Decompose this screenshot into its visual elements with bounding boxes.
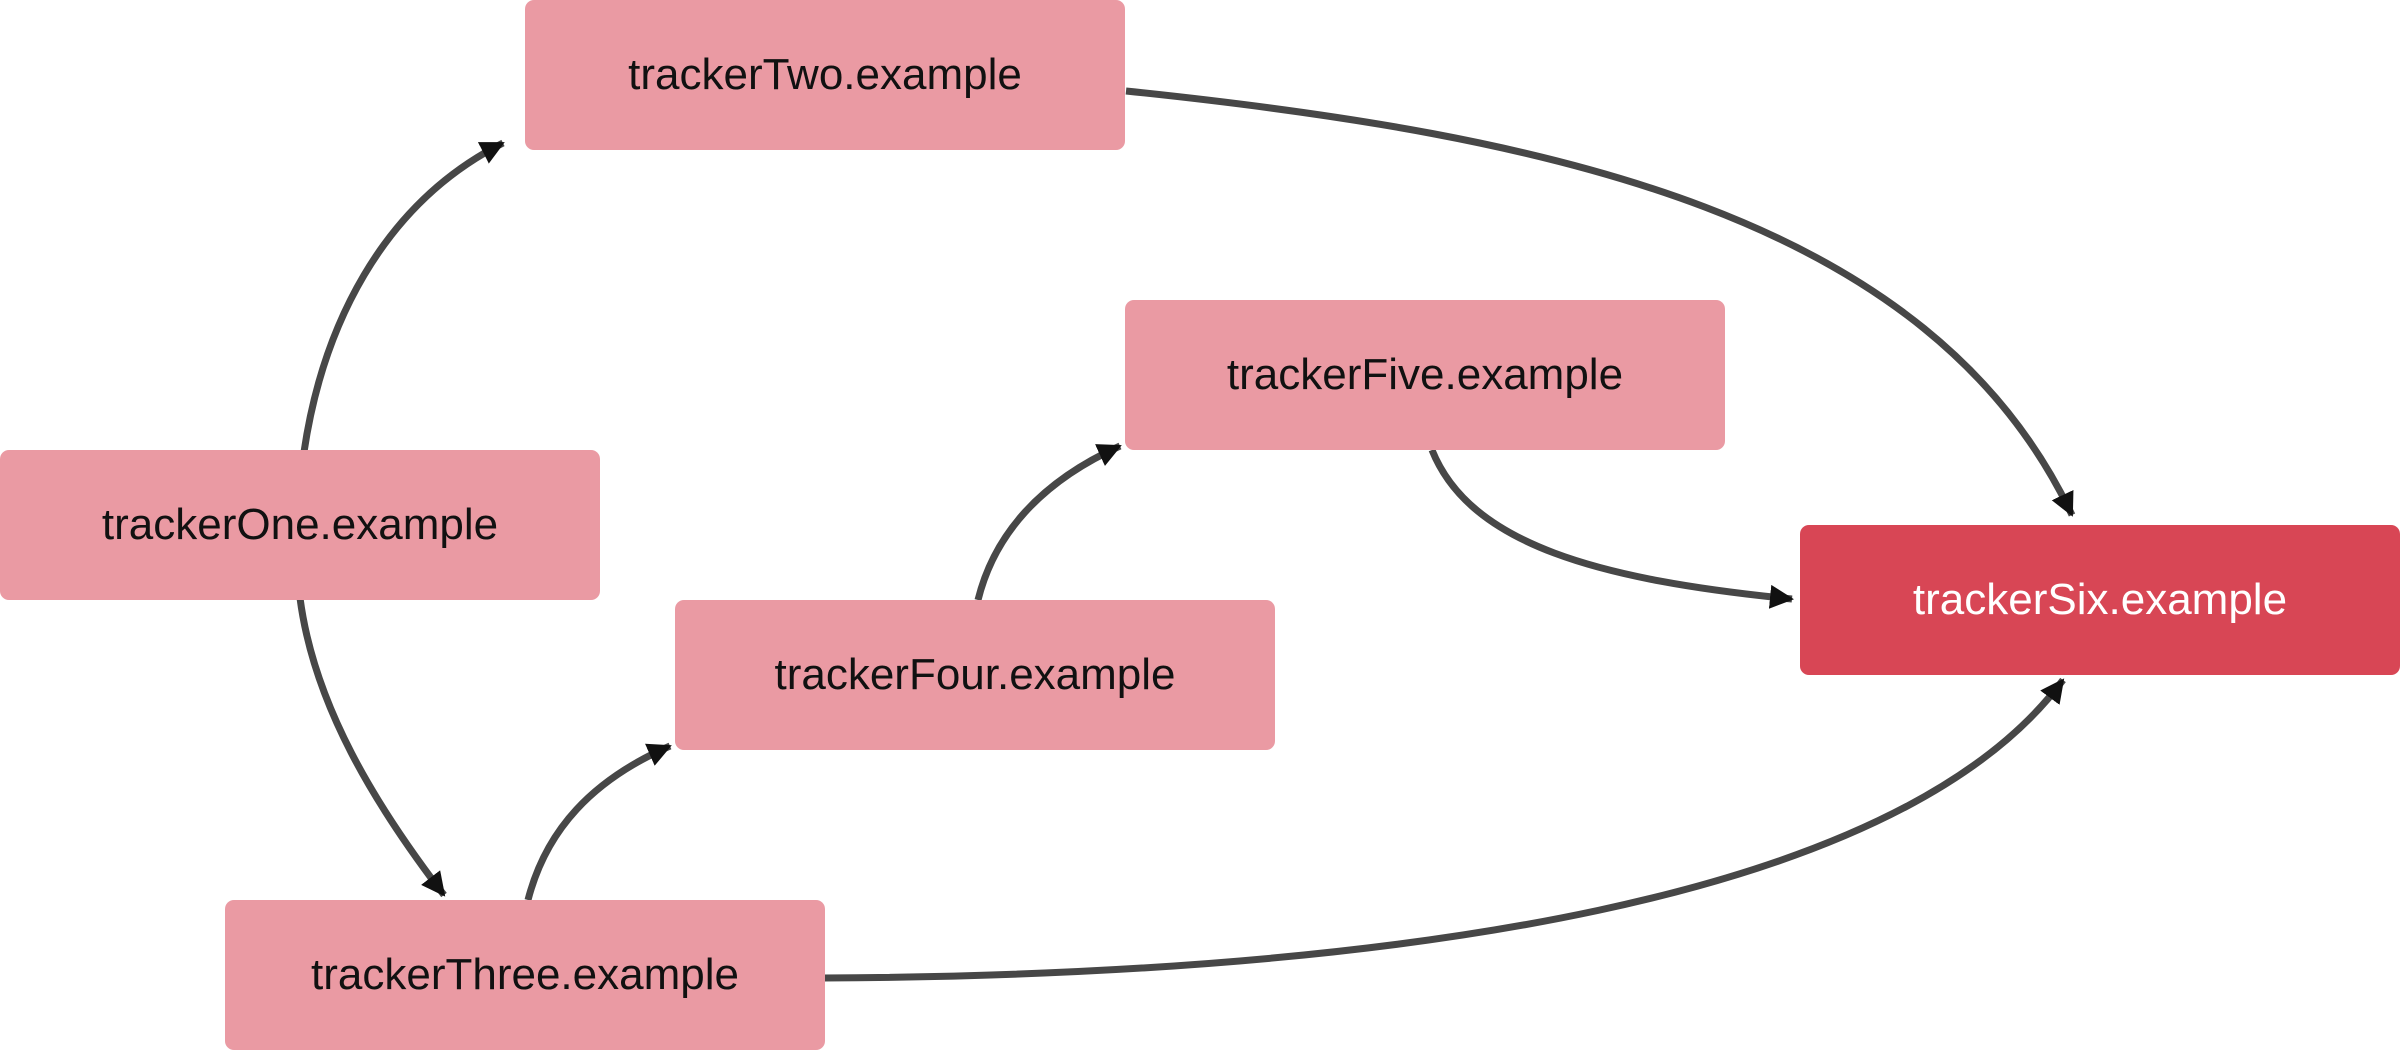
edge-trackerthree-to-trackersix [822,677,2066,982]
node-trackertwo[interactable]: trackerTwo.example [525,0,1125,150]
edge-trackerfour-to-trackerfive [974,442,1122,601]
edge-trackertwo-to-trackersix [1125,87,2076,517]
node-trackerthree[interactable]: trackerThree.example [225,900,825,1050]
edge-trackerone-to-trackertwo [300,139,505,453]
node-trackerone[interactable]: trackerOne.example [0,450,600,600]
edge-trackerone-to-trackerthree [296,597,447,898]
node-trackerfour[interactable]: trackerFour.example [675,600,1275,750]
node-trackerfive[interactable]: trackerFive.example [1125,300,1725,450]
edge-trackerfive-to-trackersix [1428,448,1794,609]
edge-trackerthree-to-trackerfour [524,742,672,901]
node-trackersix[interactable]: trackerSix.example [1800,525,2400,675]
